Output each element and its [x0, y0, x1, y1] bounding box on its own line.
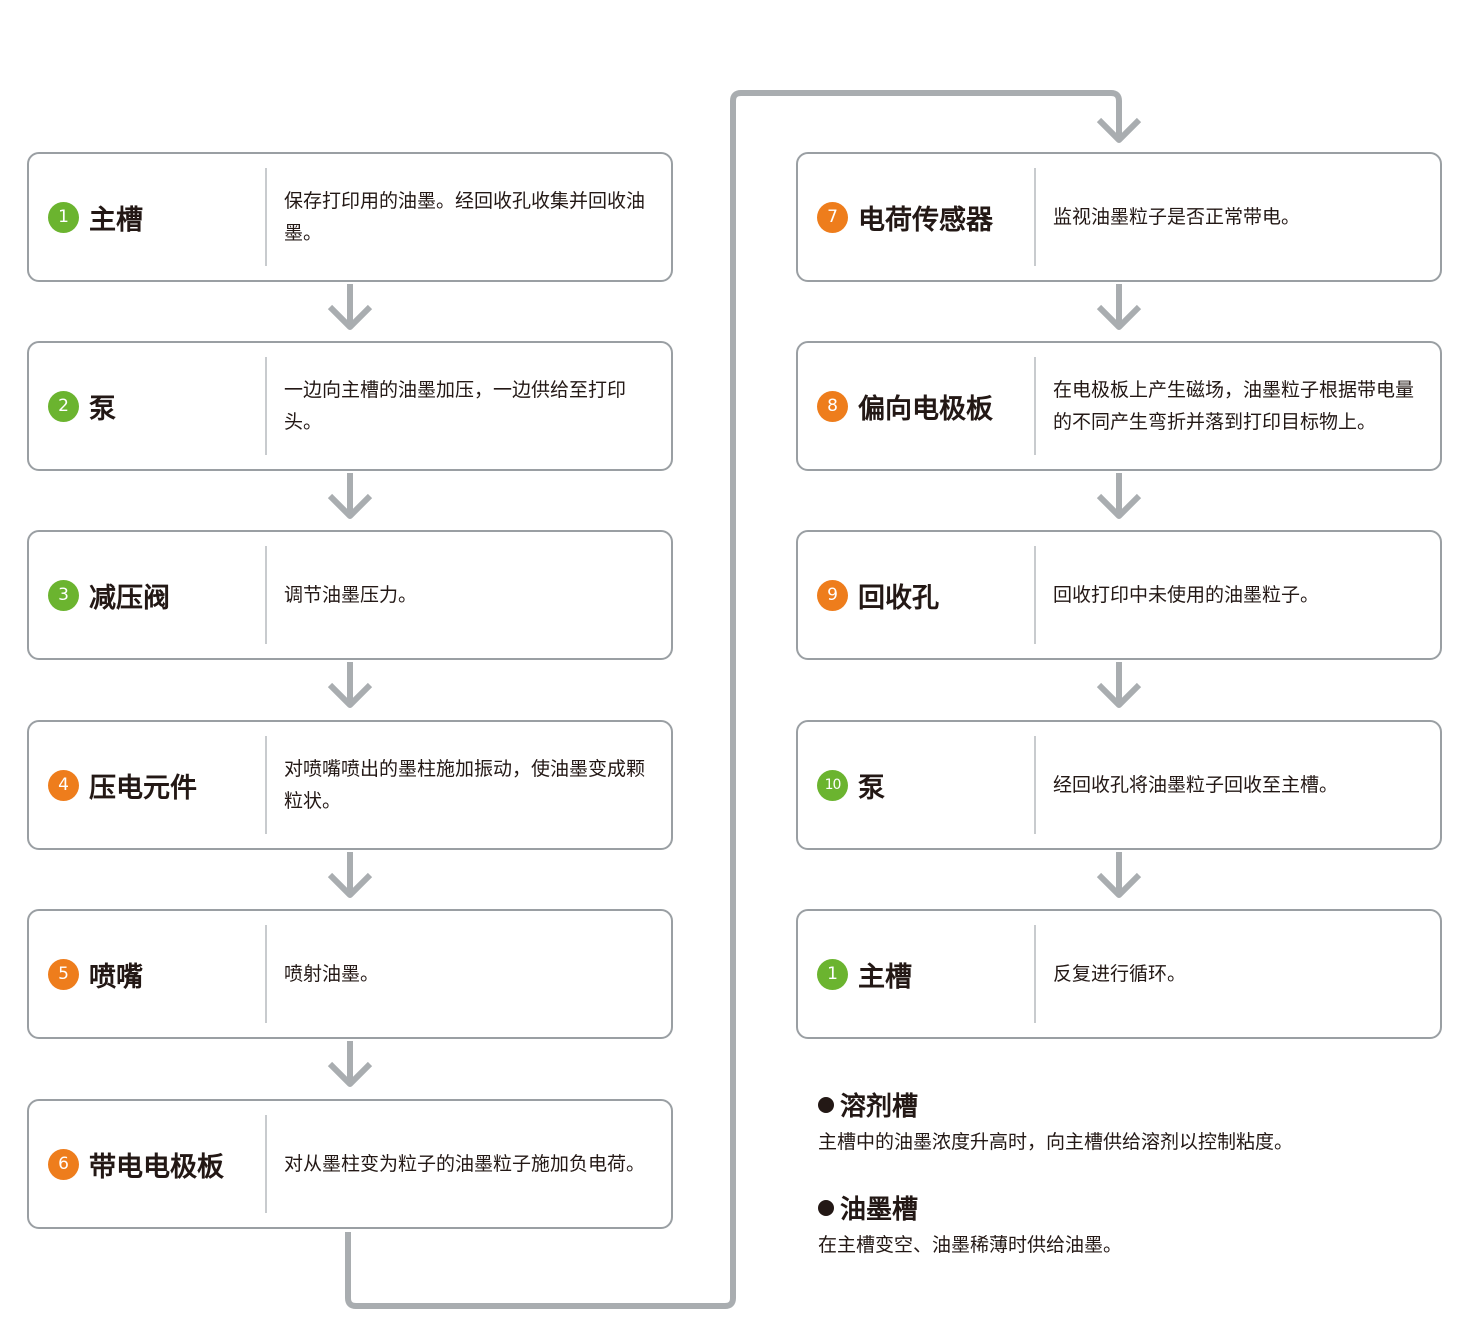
step-description: 对喷嘴喷出的墨柱施加振动，使油墨变成颗粒状。: [284, 758, 646, 812]
divider: [1034, 925, 1036, 1023]
step-card-charge-sensor: 7 电荷传感器 监视油墨粒子是否正常带电。: [796, 152, 1442, 282]
down-arrow-icon: [327, 304, 373, 330]
step-number-badge: 8: [817, 390, 848, 422]
step-description: 反复进行循环。: [1053, 963, 1187, 985]
divider: [265, 925, 267, 1023]
step-number-badge: 4: [48, 769, 79, 801]
step-card-deflection-electrode: 8 偏向电极板 在电极板上产生磁场，油墨粒子根据带电量的不同产生弯折并落到打印目…: [796, 341, 1442, 471]
down-arrow-icon: [327, 1061, 373, 1087]
divider: [265, 168, 267, 266]
step-card-recovery-pump: 10 泵 经回收孔将油墨粒子回收至主槽。: [796, 720, 1442, 850]
step-number-badge: 7: [817, 201, 848, 233]
note-ink-tank-title: 油墨槽: [818, 1189, 918, 1226]
note-solvent-tank-title: 溶剂槽: [818, 1086, 918, 1123]
divider: [1034, 357, 1036, 455]
step-description: 保存打印用的油墨。经回收孔收集并回收油墨。: [284, 190, 646, 244]
divider: [265, 357, 267, 455]
divider: [1034, 168, 1036, 266]
step-number-badge: 2: [48, 390, 79, 422]
down-arrow-icon: [1096, 304, 1142, 330]
down-arrow-icon: [327, 682, 373, 708]
divider: [265, 736, 267, 834]
step-number-badge: 1: [817, 958, 848, 990]
step-card-nozzle: 5 喷嘴 喷射油墨。: [27, 909, 673, 1039]
step-description: 一边向主槽的油墨加压，一边供给至打印头。: [284, 379, 627, 433]
step-title: 主槽: [858, 961, 912, 993]
down-arrow-icon: [1096, 682, 1142, 708]
step-title: 偏向电极板: [858, 393, 993, 425]
step-title: 泵: [858, 772, 885, 804]
step-title: 泵: [89, 393, 116, 425]
divider: [1034, 736, 1036, 834]
step-description: 回收打印中未使用的油墨粒子。: [1053, 584, 1320, 606]
step-title: 主槽: [89, 204, 143, 236]
step-card-piezo-element: 4 压电元件 对喷嘴喷出的墨柱施加振动，使油墨变成颗粒状。: [27, 720, 673, 850]
divider: [1034, 546, 1036, 644]
step-card-charge-electrode: 6 带电电极板 对从墨柱变为粒子的油墨粒子施加负电荷。: [27, 1099, 673, 1229]
note-solvent-tank-text: 主槽中的油墨浓度升高时，向主槽供给溶剂以控制粘度。: [818, 1131, 1294, 1153]
divider: [265, 546, 267, 644]
bullet-icon: [818, 1200, 834, 1216]
step-title: 带电电极板: [89, 1151, 224, 1183]
step-card-pressure-valve: 3 减压阀 调节油墨压力。: [27, 530, 673, 660]
loop-connector-line: [345, 90, 1122, 1309]
step-description: 喷射油墨。: [284, 963, 380, 985]
down-arrow-icon: [327, 493, 373, 519]
down-arrow-icon: [327, 872, 373, 898]
step-title: 减压阀: [89, 582, 170, 614]
step-title: 电荷传感器: [858, 204, 993, 236]
step-card-main-tank: 1 主槽 保存打印用的油墨。经回收孔收集并回收油墨。: [27, 152, 673, 282]
step-number-badge: 5: [48, 958, 79, 990]
step-description: 在电极板上产生磁场，油墨粒子根据带电量的不同产生弯折并落到打印目标物上。: [1053, 379, 1415, 433]
note-ink-tank-text: 在主槽变空、油墨稀薄时供给油墨。: [818, 1234, 1123, 1256]
down-arrow-icon: [1096, 493, 1142, 519]
step-number-badge: 6: [48, 1148, 79, 1180]
step-description: 经回收孔将油墨粒子回收至主槽。: [1053, 774, 1339, 796]
step-number-badge: 9: [817, 579, 848, 611]
step-title: 压电元件: [89, 772, 197, 804]
down-arrow-icon: [1096, 117, 1142, 143]
divider: [265, 1115, 267, 1213]
step-number-badge: 3: [48, 579, 79, 611]
step-card-pump: 2 泵 一边向主槽的油墨加压，一边供给至打印头。: [27, 341, 673, 471]
step-number-badge: 1: [48, 201, 79, 233]
step-number-badge: 10: [817, 769, 848, 801]
step-title: 喷嘴: [89, 961, 143, 993]
step-description: 对从墨柱变为粒子的油墨粒子施加负电荷。: [284, 1153, 646, 1175]
step-card-main-tank-return: 1 主槽 反复进行循环。: [796, 909, 1442, 1039]
step-description: 调节油墨压力。: [284, 584, 418, 606]
bullet-icon: [818, 1097, 834, 1113]
step-description: 监视油墨粒子是否正常带电。: [1053, 206, 1301, 228]
down-arrow-icon: [1096, 872, 1142, 898]
step-title: 回收孔: [858, 582, 939, 614]
step-card-gutter: 9 回收孔 回收打印中未使用的油墨粒子。: [796, 530, 1442, 660]
